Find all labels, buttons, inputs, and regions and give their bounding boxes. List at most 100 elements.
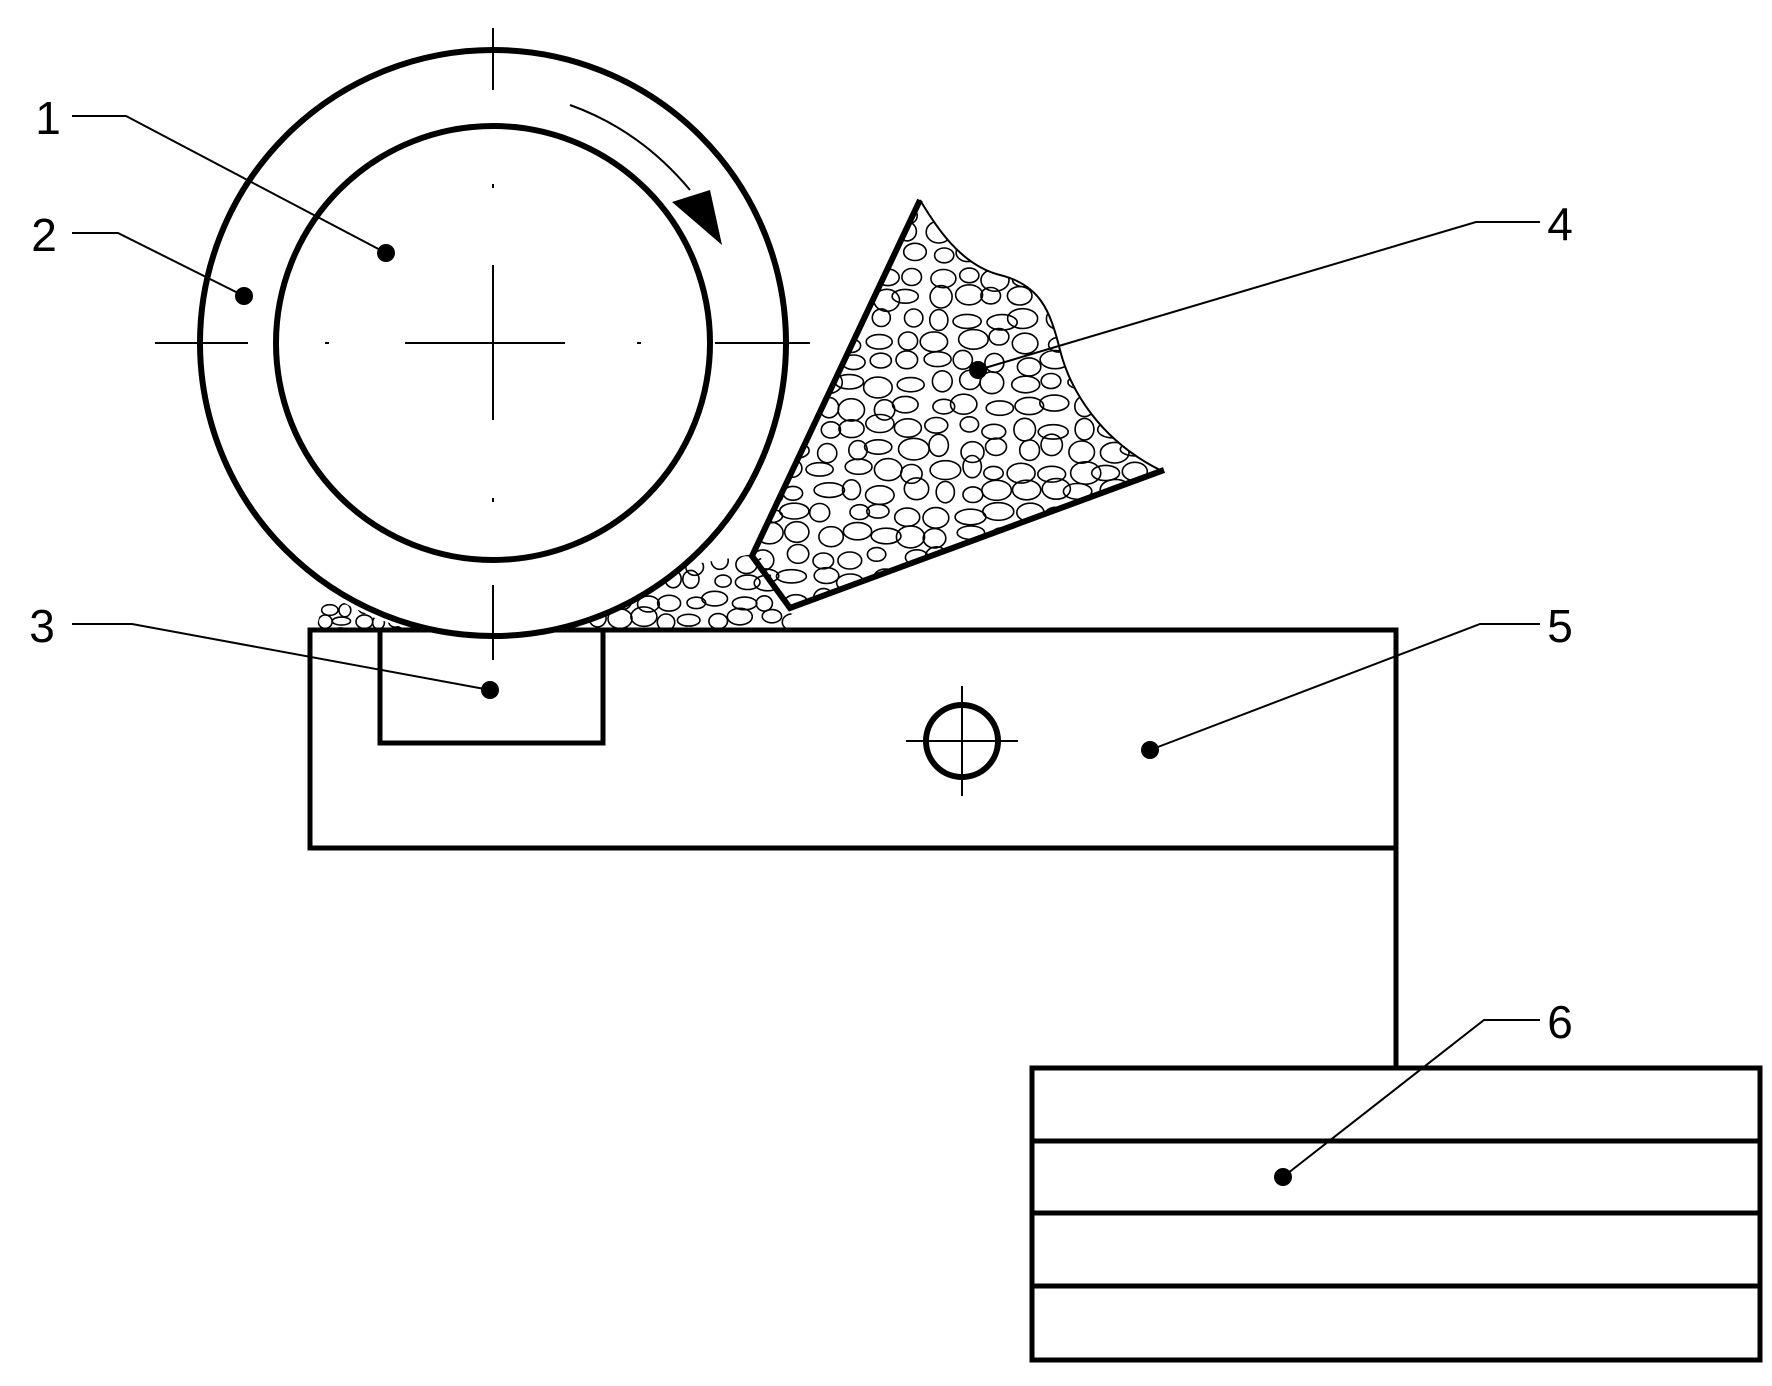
pebble (984, 437, 1008, 457)
pebble (1100, 269, 1128, 286)
pebble (844, 458, 873, 476)
pebble (982, 572, 1008, 594)
pebble (636, 595, 661, 613)
pebble (863, 438, 893, 455)
leader-dots (235, 244, 1292, 1186)
pebble (1153, 417, 1160, 436)
pebble (1152, 354, 1160, 377)
pebble (1159, 246, 1160, 271)
pebble (708, 612, 729, 630)
pebble (354, 632, 366, 640)
pebble (1067, 200, 1089, 215)
pebble (837, 397, 866, 422)
pebble (958, 569, 986, 592)
pebble (953, 205, 982, 225)
pivot-hole (906, 686, 1018, 796)
pebble (869, 352, 893, 369)
roller-inner-disc (273, 123, 713, 563)
pebble (933, 247, 955, 264)
pebble (1156, 588, 1160, 606)
pebble (842, 591, 870, 608)
pebble (1129, 379, 1153, 396)
pebble (720, 550, 750, 567)
pebble (867, 228, 888, 245)
pebble (922, 527, 947, 549)
pebble (849, 503, 871, 521)
callout-3: 3 (29, 600, 55, 652)
pebble (316, 603, 319, 618)
pebble (891, 182, 922, 197)
pebble (864, 485, 895, 506)
pebble (979, 371, 1005, 395)
pebble (954, 283, 984, 306)
pebble (895, 525, 926, 549)
pebble (786, 221, 807, 244)
pebble (1012, 200, 1034, 201)
pebble (761, 608, 783, 624)
pebble (1074, 417, 1095, 441)
pebble (919, 331, 949, 353)
pebble (1038, 223, 1069, 247)
pebble (923, 416, 949, 434)
pebble (870, 527, 902, 545)
pebble (1100, 548, 1133, 571)
pebble (1006, 307, 1039, 330)
base-plate (307, 627, 1399, 851)
pebble (1098, 311, 1120, 331)
callout-5: 5 (1547, 600, 1573, 652)
pebble (1098, 244, 1123, 262)
pebble (676, 613, 701, 627)
pebble (731, 596, 758, 611)
pebble (1093, 219, 1127, 240)
pebble (1037, 546, 1059, 563)
pebble (843, 178, 868, 196)
pebble (1009, 589, 1037, 608)
pebble (1123, 529, 1147, 545)
pebble (1124, 307, 1151, 325)
pebble (786, 543, 810, 565)
pebble (788, 285, 809, 304)
pebble (371, 615, 386, 630)
pebble (962, 454, 983, 479)
pebble (891, 395, 919, 414)
pebble (949, 393, 978, 416)
pebble (874, 587, 899, 607)
pebble (1159, 462, 1160, 479)
centerline-crosshair (155, 28, 810, 660)
pebble (1071, 593, 1102, 608)
pebble (893, 417, 923, 438)
pebble (864, 200, 894, 222)
pebble (1066, 285, 1088, 304)
pebble (899, 463, 923, 485)
pebble (1157, 372, 1160, 389)
pebble (838, 245, 862, 268)
pebble (903, 477, 930, 501)
pebble (301, 616, 314, 624)
pebble (656, 613, 676, 630)
pebble (1069, 179, 1097, 198)
pebble (893, 507, 921, 528)
pebble (986, 313, 1019, 331)
pebble (331, 627, 350, 630)
pebble (752, 521, 755, 541)
pebble (815, 204, 846, 226)
pebble (755, 595, 774, 612)
pebble (928, 433, 950, 458)
pebble (1008, 227, 1041, 247)
pebble (985, 400, 1015, 417)
pebble (932, 398, 956, 415)
hopper-walls (748, 198, 1166, 612)
callout-6: 6 (1547, 996, 1573, 1048)
pebble (897, 331, 919, 351)
pebble (781, 247, 806, 263)
pebble (896, 376, 926, 393)
pebble (812, 552, 835, 570)
pebble (778, 502, 810, 520)
pebble (818, 525, 845, 548)
pebble (1008, 247, 1041, 264)
pebble (891, 288, 920, 304)
pebble (1159, 288, 1160, 311)
pebble (1068, 440, 1096, 465)
pebble (1125, 264, 1152, 283)
leader-lines (72, 115, 1540, 1178)
